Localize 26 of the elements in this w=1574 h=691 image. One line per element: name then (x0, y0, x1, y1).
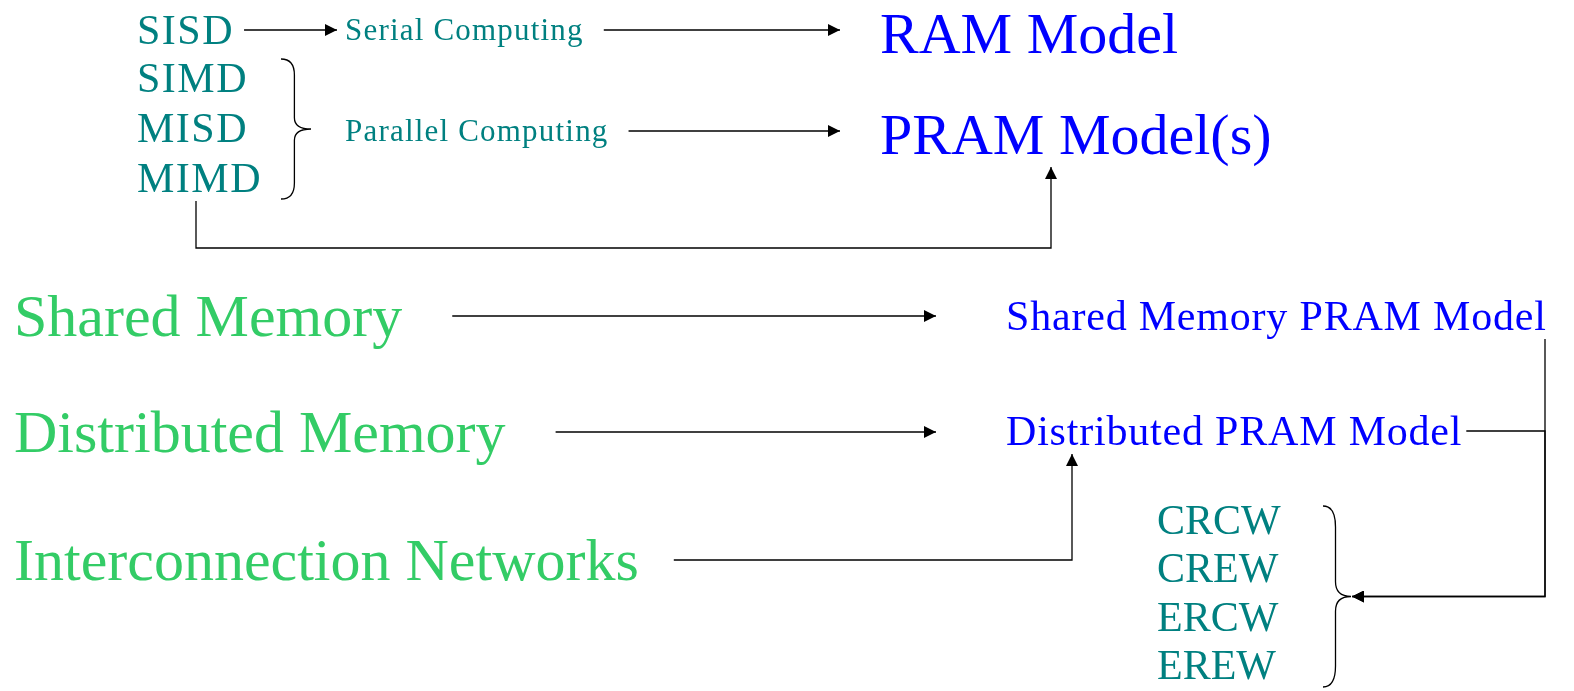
arrow (627, 125, 841, 137)
arrow (1351, 430, 1546, 603)
node-label: Parallel Computing (345, 113, 609, 149)
node-label: CREW (1157, 544, 1279, 592)
node-label: Shared Memory (14, 283, 403, 349)
arrow (243, 24, 338, 36)
arrow (603, 24, 841, 36)
node-label: MISD (137, 104, 249, 152)
arrow (451, 310, 937, 322)
node-label: SIMD (137, 54, 249, 102)
node-label: SISD (137, 6, 235, 54)
arrow (195, 166, 1057, 249)
node-label: Distributed Memory (14, 399, 506, 465)
node-label: Serial Computing (345, 12, 584, 48)
node-label: MIMD (137, 154, 262, 202)
node-label: Interconnection Networks (14, 527, 639, 593)
node-label: EREW (1157, 641, 1276, 689)
brace (1322, 505, 1352, 688)
node-label: PRAM Model(s) (880, 103, 1272, 167)
node-label: CRCW (1157, 496, 1281, 544)
node-label: RAM Model (880, 2, 1179, 66)
node-label: Shared Memory PRAM Model (1006, 292, 1547, 340)
arrow (673, 453, 1078, 561)
node-label: ERCW (1157, 593, 1279, 641)
arrow (554, 426, 937, 438)
node-label: Distributed PRAM Model (1006, 407, 1463, 455)
